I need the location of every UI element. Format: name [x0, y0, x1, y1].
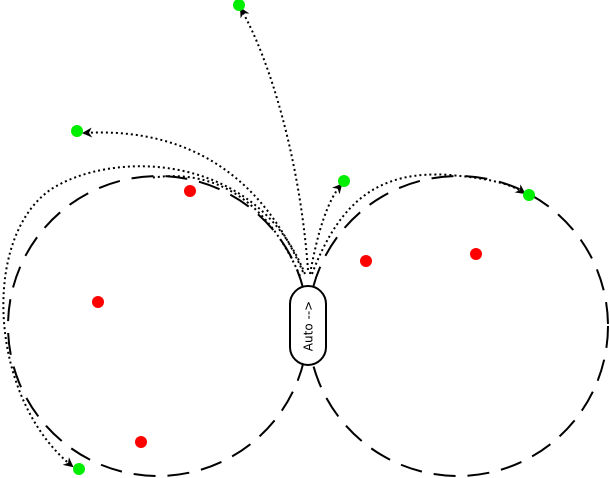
edge-to-top-point	[240, 7, 309, 271]
edge-to-right-point	[311, 173, 526, 275]
outer-point-top	[233, 0, 245, 11]
auto-node-box	[289, 285, 327, 366]
outer-point-lower-left	[73, 463, 85, 475]
right-circle	[307, 175, 609, 477]
edge-to-lower-left-point	[2, 165, 306, 468]
inner-point	[92, 296, 104, 308]
outer-points	[71, 0, 535, 475]
edge-extra-arc	[149, 175, 301, 277]
outer-point-upper-left	[71, 125, 83, 137]
inner-points	[92, 185, 482, 448]
edge-group	[2, 7, 526, 468]
auto-node-label: Auto -->	[302, 301, 316, 351]
left-circle	[7, 175, 309, 477]
inner-point	[470, 248, 482, 260]
outer-point-right	[523, 189, 535, 201]
edge-to-upper-left-point	[82, 127, 304, 273]
inner-point	[184, 185, 196, 197]
outer-point-mid-right	[338, 175, 350, 187]
edge-to-mid-right-point	[309, 183, 343, 275]
inner-point	[360, 255, 372, 267]
inner-point	[135, 436, 147, 448]
auto-node: Auto -->	[289, 285, 327, 366]
